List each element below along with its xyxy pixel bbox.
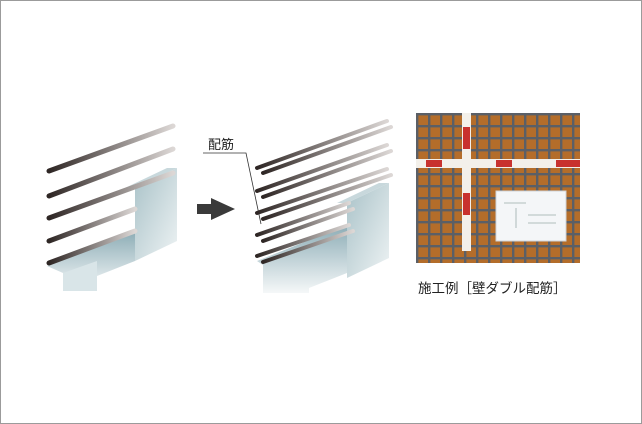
callout-leader-line — [203, 152, 262, 225]
callout-label-haikin: 配筋 — [208, 138, 235, 153]
construction-example-photo — [416, 113, 580, 263]
arrow-right-icon — [197, 198, 235, 220]
double-rebar-wall-illustration — [255, 98, 393, 293]
single-rebar-wall-illustration — [46, 99, 177, 291]
photo-caption: 施工例［壁ダブル配筋］ — [418, 281, 567, 297]
